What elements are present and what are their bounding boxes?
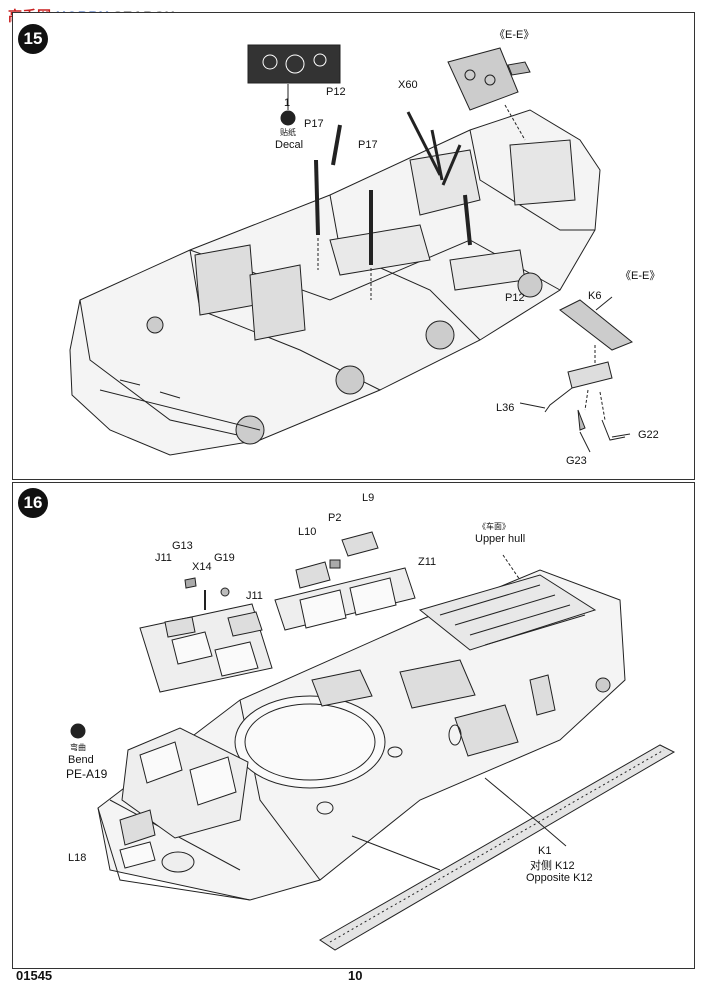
step16-hatch-parts (274, 531, 416, 631)
part-l36: L36 (496, 402, 515, 414)
part-l10: L10 (298, 526, 317, 538)
page-number: 10 (348, 968, 363, 983)
step15-rods (314, 111, 472, 300)
part-g22: G22 (638, 429, 659, 441)
part-p17-left: P17 (304, 118, 324, 130)
step16-k1-plate (319, 744, 676, 951)
step16-bend-icon (70, 723, 86, 739)
part-p17-mid: P17 (358, 139, 378, 151)
part-x14: X14 (192, 561, 212, 573)
step16-front-hatch-group (119, 727, 249, 869)
part-p2: P2 (328, 512, 342, 524)
part-pe-a19: PE-A19 (66, 767, 108, 781)
upper-hull-label-cn: 《车面》 (478, 522, 510, 531)
part-z11: Z11 (418, 556, 437, 568)
part-k1: K1 (538, 845, 552, 857)
part-p12-right: P12 (505, 292, 525, 304)
step-16-number: 16 (18, 488, 48, 518)
step15-ee-subassembly (544, 299, 633, 441)
part-g13: G13 (172, 540, 193, 552)
bend-label-cn: 弯曲 (70, 743, 86, 752)
part-j11-left: J11 (155, 552, 172, 564)
decal-number: 1 (284, 97, 291, 109)
step15-hull-drawing (69, 109, 601, 456)
upper-hull-label: Upper hull (475, 533, 526, 545)
step15-decal-icon (280, 110, 296, 126)
product-code: 01545 (16, 968, 53, 983)
bend-label: Bend (68, 754, 94, 766)
decal-label-cn: 贴纸 (280, 128, 296, 137)
section-ee-right: 《E-E》 (620, 270, 661, 282)
part-l18: L18 (68, 852, 87, 864)
part-p12-top: P12 (326, 86, 346, 98)
decal-label: Decal (275, 139, 304, 151)
step15-dashboard (247, 44, 341, 110)
part-k6: K6 (588, 290, 602, 302)
step-15-number: 15 (18, 24, 48, 54)
part-k12-cn: 对侧 K12 (530, 860, 575, 872)
part-l9: L9 (362, 492, 375, 504)
section-ee-top: 《E-E》 (494, 29, 535, 41)
step15-ee-part-top (447, 47, 531, 141)
part-j11-right: J11 (246, 590, 263, 602)
part-g23: G23 (566, 455, 587, 467)
part-g19: G19 (214, 552, 235, 564)
part-x60: X60 (398, 79, 418, 91)
step16-left-hatch-group (139, 577, 273, 693)
part-k12-opposite: Opposite K12 (526, 872, 593, 884)
